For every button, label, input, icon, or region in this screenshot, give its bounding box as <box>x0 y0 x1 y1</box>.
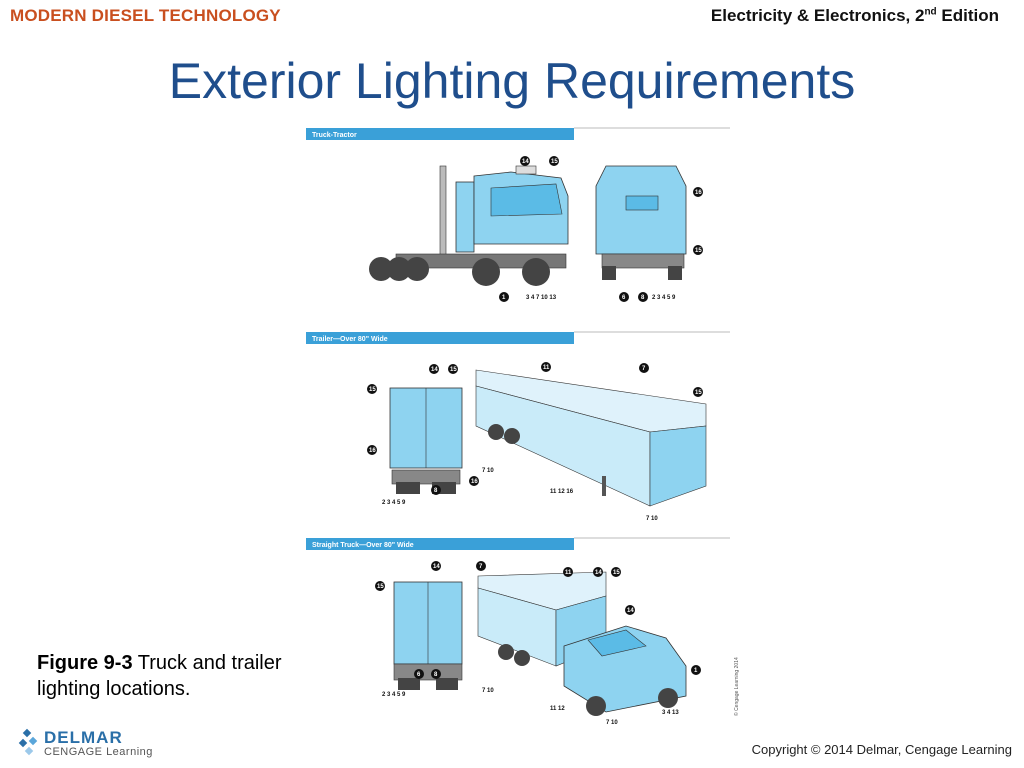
panel-truck-tractor: Truck-Tractor 14 15 1 3 4 7 10 13 16 <box>306 127 730 302</box>
svg-text:2 3 4 5 9: 2 3 4 5 9 <box>382 500 406 506</box>
svg-text:7: 7 <box>642 366 646 372</box>
svg-text:15: 15 <box>551 159 558 165</box>
svg-text:8: 8 <box>434 672 438 678</box>
publisher-logo: DELMAR CENGAGE Learning <box>16 728 186 764</box>
svg-text:15: 15 <box>369 387 376 393</box>
panel-label-1: Truck-Tractor <box>312 132 357 139</box>
svg-text:3 4 13: 3 4 13 <box>662 710 679 716</box>
svg-text:16: 16 <box>369 448 376 454</box>
svg-text:2 3 4 5 9: 2 3 4 5 9 <box>382 692 406 698</box>
logo-text-cengage: CENGAGE Learning <box>44 746 153 758</box>
svg-text:1: 1 <box>694 668 698 674</box>
svg-text:2 3 4 5 9: 2 3 4 5 9 <box>652 295 676 301</box>
copyright-notice: Copyright © 2014 Delmar, Cengage Learnin… <box>751 742 1012 757</box>
tractor-side-drawing <box>369 165 569 286</box>
svg-text:11: 11 <box>543 365 550 371</box>
svg-text:6: 6 <box>417 672 421 678</box>
truck-rear-drawing <box>393 581 463 690</box>
svg-text:15: 15 <box>695 390 702 396</box>
svg-text:15: 15 <box>377 584 384 590</box>
tractor-front-drawing <box>595 165 687 280</box>
svg-text:7 10: 7 10 <box>482 468 494 474</box>
svg-text:3 4 7 10 13: 3 4 7 10 13 <box>526 295 557 301</box>
svg-text:11: 11 <box>565 570 572 576</box>
svg-text:6: 6 <box>622 295 626 301</box>
svg-text:7 10: 7 10 <box>646 516 658 522</box>
panel-trailer: Trailer—Over 80" Wide 14 15 15 16 8 16 2… <box>306 331 730 522</box>
trailer-side-drawing <box>475 369 707 507</box>
header-brand: MODERN DIESEL TECHNOLOGY <box>10 6 281 25</box>
svg-text:7: 7 <box>479 564 483 570</box>
svg-text:8: 8 <box>434 488 438 494</box>
svg-text:1: 1 <box>502 295 506 301</box>
slide-title: Exterior Lighting Requirements <box>168 53 856 109</box>
panel-straight-truck: Straight Truck—Over 80" Wide 14 15 6 8 2… <box>306 537 730 726</box>
delmar-logo-icon <box>18 728 38 756</box>
svg-text:7 10: 7 10 <box>482 688 494 694</box>
trailer-rear-drawing <box>389 387 463 494</box>
svg-text:14: 14 <box>595 570 602 576</box>
svg-text:8: 8 <box>641 295 645 301</box>
svg-text:14: 14 <box>627 608 634 614</box>
svg-text:16: 16 <box>695 190 702 196</box>
svg-text:15: 15 <box>695 248 702 254</box>
svg-text:7 10: 7 10 <box>606 720 618 726</box>
panel-label-2: Trailer—Over 80" Wide <box>312 336 388 343</box>
svg-text:15: 15 <box>450 367 457 373</box>
lighting-figure: Truck-Tractor 14 15 1 3 4 7 10 13 16 <box>306 127 740 726</box>
figure-caption: Figure 9-3 Truck and trailer lighting lo… <box>37 652 282 700</box>
panel-label-3: Straight Truck—Over 80" Wide <box>312 542 414 549</box>
svg-text:15: 15 <box>613 570 620 576</box>
svg-text:11 12 16: 11 12 16 <box>550 489 574 495</box>
header-edition: Electricity & Electronics, 2nd Edition <box>710 6 999 25</box>
figure-credit: © Cengage Learning 2014 <box>733 657 740 716</box>
svg-text:11 12: 11 12 <box>550 706 565 712</box>
straight-truck-side-drawing <box>477 571 687 716</box>
svg-text:16: 16 <box>471 479 478 485</box>
svg-text:14: 14 <box>431 367 438 373</box>
svg-text:14: 14 <box>522 159 529 165</box>
svg-text:14: 14 <box>433 564 440 570</box>
logo-text-delmar: DELMAR <box>44 728 123 747</box>
